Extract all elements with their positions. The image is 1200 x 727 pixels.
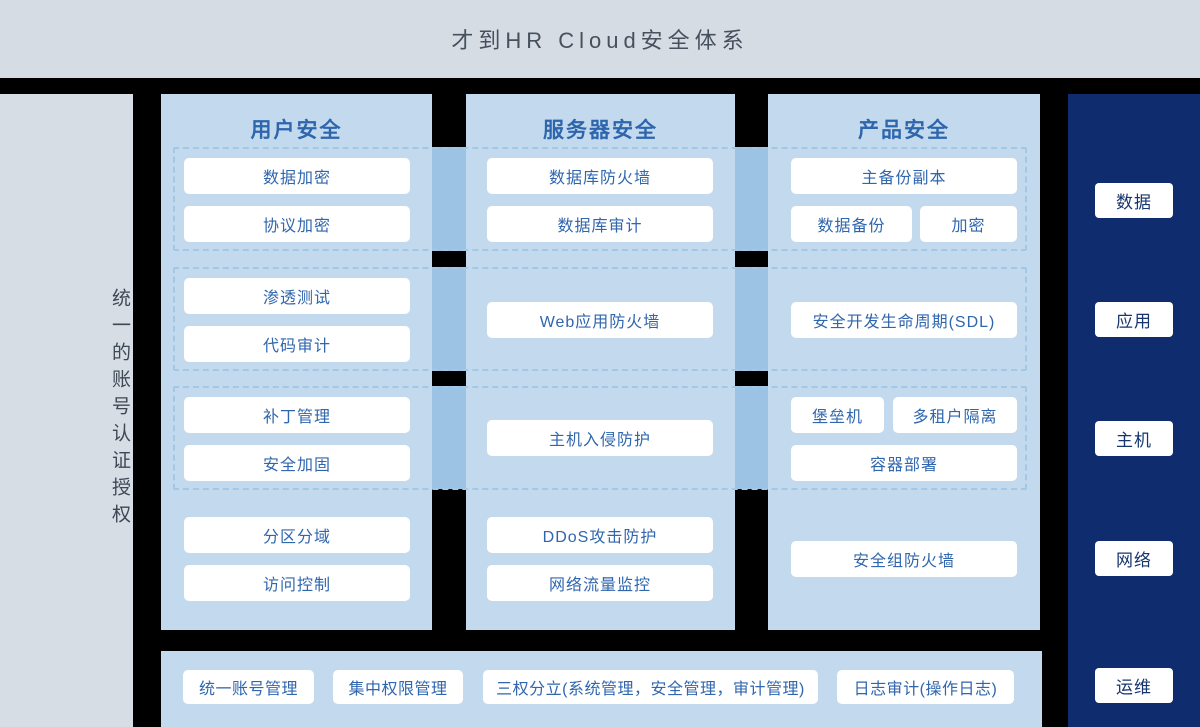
chip-bastion-host: 堡垒机	[791, 397, 884, 433]
chip-protocol-encryption: 协议加密	[184, 206, 410, 242]
bridge-col1-col2-row2	[432, 267, 466, 371]
layer-chip-host: 主机	[1095, 421, 1173, 456]
layer-chip-operations: 运维	[1095, 668, 1173, 703]
chip-code-audit: 代码审计	[184, 326, 410, 362]
column-title: 用户安全	[250, 119, 343, 142]
chip-network-traffic-monitoring: 网络流量监控	[487, 565, 713, 601]
layer-chip-application: 应用	[1095, 302, 1173, 337]
chip-multi-tenant-isolation: 多租户隔离	[893, 397, 1017, 433]
right-rail-layers: 数据 应用 主机 网络 运维	[1068, 94, 1200, 727]
left-rail-unified-auth: 统一的账号认证授权	[0, 94, 133, 727]
chip-separation-of-three-powers: 三权分立(系统管理，安全管理，审计管理)	[483, 670, 818, 704]
bridge-col1-col2-row3	[432, 386, 466, 489]
dashed-group-row2	[173, 267, 1027, 371]
chip-web-application-firewall: Web应用防火墙	[487, 302, 713, 338]
chip-sdl: 安全开发生命周期(SDL)	[791, 302, 1017, 338]
layer-chip-data: 数据	[1095, 183, 1173, 218]
chip-security-hardening: 安全加固	[184, 445, 410, 481]
chip-unified-account-management: 统一账号管理	[183, 670, 314, 704]
page-title: 才到HR Cloud安全体系	[451, 28, 749, 53]
bridge-col2-col3-row3	[735, 386, 768, 489]
chip-ddos-protection: DDoS攻击防护	[487, 517, 713, 553]
bridge-col2-col3-row1	[735, 147, 768, 251]
chip-database-audit: 数据库审计	[487, 206, 713, 242]
dashed-group-row1	[173, 147, 1027, 251]
chip-data-encryption: 数据加密	[184, 158, 410, 194]
dashed-group-row3	[173, 386, 1027, 490]
chip-container-deployment: 容器部署	[791, 445, 1017, 481]
bottom-governance-bar: 统一账号管理 集中权限管理 三权分立(系统管理，安全管理，审计管理) 日志审计(…	[161, 651, 1042, 727]
column-title: 产品安全	[858, 119, 950, 142]
chip-data-backup: 数据备份	[791, 206, 912, 242]
bridge-col2-col3-row2	[735, 267, 768, 371]
chip-patch-management: 补丁管理	[184, 397, 410, 433]
left-rail-label: 统一的账号认证授权	[109, 288, 130, 531]
chip-primary-backup-replica: 主备份副本	[791, 158, 1017, 194]
chip-partition-zoning: 分区分域	[184, 517, 410, 553]
chip-access-control: 访问控制	[184, 565, 410, 601]
chip-host-intrusion-prevention: 主机入侵防护	[487, 420, 713, 456]
bridge-col1-col2-row1	[432, 147, 466, 251]
chip-centralized-permission-management: 集中权限管理	[333, 670, 463, 704]
diagram-header: 才到HR Cloud安全体系	[0, 0, 1200, 78]
layer-chip-network: 网络	[1095, 541, 1173, 576]
chip-penetration-testing: 渗透测试	[184, 278, 410, 314]
chip-encryption: 加密	[920, 206, 1017, 242]
chip-security-group-firewall: 安全组防火墙	[791, 541, 1017, 577]
chip-log-audit: 日志审计(操作日志)	[837, 670, 1014, 704]
chip-database-firewall: 数据库防火墙	[487, 158, 713, 194]
column-title: 服务器安全	[543, 119, 658, 142]
